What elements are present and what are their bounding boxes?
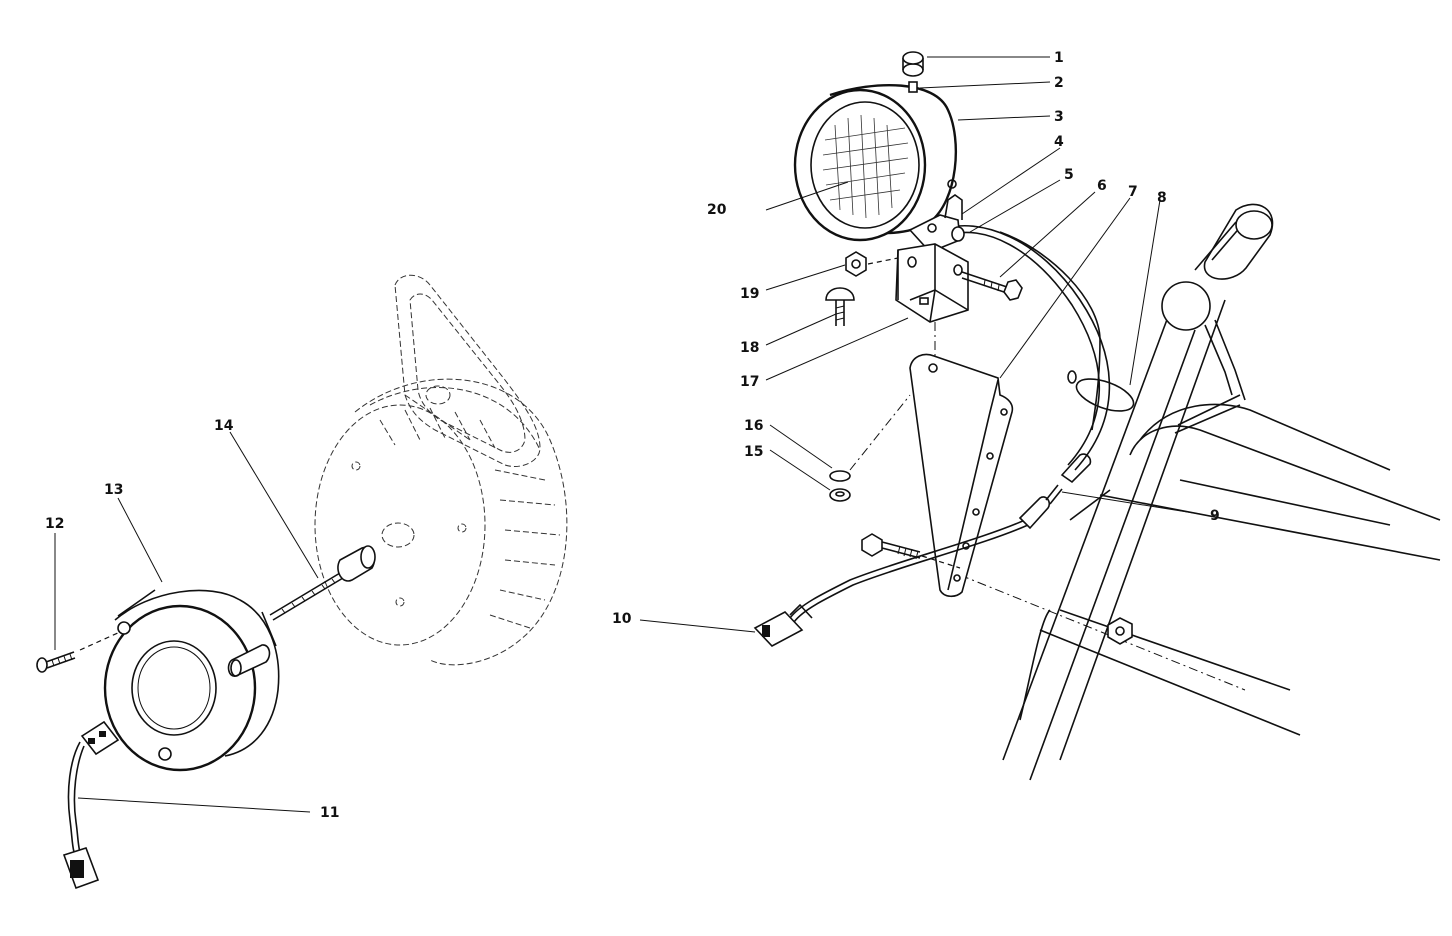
callout-3: 3 — [1054, 109, 1064, 125]
lamp-bracket — [895, 243, 969, 360]
handle-frame — [959, 203, 1441, 781]
leader-lines — [54, 56, 1201, 813]
callout-6: 6 — [1097, 178, 1107, 194]
callout-15: 15 — [744, 444, 763, 460]
callout-11: 11 — [320, 805, 339, 821]
callout-8: 8 — [1157, 190, 1167, 206]
washers — [829, 394, 911, 502]
callout-5: 5 — [1064, 167, 1074, 183]
auger-housing-ghost — [314, 378, 568, 666]
callout-17: 17 — [740, 374, 759, 390]
callout-2: 2 — [1054, 75, 1064, 91]
bracket-bolt — [861, 533, 961, 569]
head-lamp — [793, 83, 963, 253]
callout-16: 16 — [744, 418, 763, 434]
electric-motor — [62, 589, 280, 890]
callout-1: 1 — [1054, 50, 1064, 66]
callout-10: 10 — [612, 611, 632, 627]
lens-grid — [822, 114, 909, 219]
hex-bolt — [961, 271, 1023, 301]
discharge-chute-ghost — [394, 274, 541, 467]
callout-12: 12 — [45, 516, 64, 532]
callout-14: 14 — [214, 418, 234, 434]
carriage-bolt — [825, 287, 855, 326]
callout-7: 7 — [1128, 184, 1138, 200]
nut — [1107, 617, 1133, 645]
callout-19: 19 — [740, 286, 759, 302]
plug-connector — [753, 603, 813, 647]
callout-9: 9 — [1210, 508, 1220, 524]
nut-5 — [951, 226, 965, 242]
cap-nut — [902, 51, 924, 77]
hex-nut — [845, 251, 899, 277]
screw — [36, 631, 121, 673]
callout-20: 20 — [707, 202, 727, 218]
callout-labels: 1 2 3 4 5 6 7 8 9 10 11 12 13 14 15 16 1… — [45, 50, 1220, 821]
wiring-harness — [789, 225, 1135, 623]
stud — [908, 81, 918, 93]
callout-13: 13 — [104, 482, 123, 498]
callout-18: 18 — [740, 340, 759, 356]
drive-shaft — [269, 545, 376, 621]
callout-4: 4 — [1054, 134, 1064, 150]
